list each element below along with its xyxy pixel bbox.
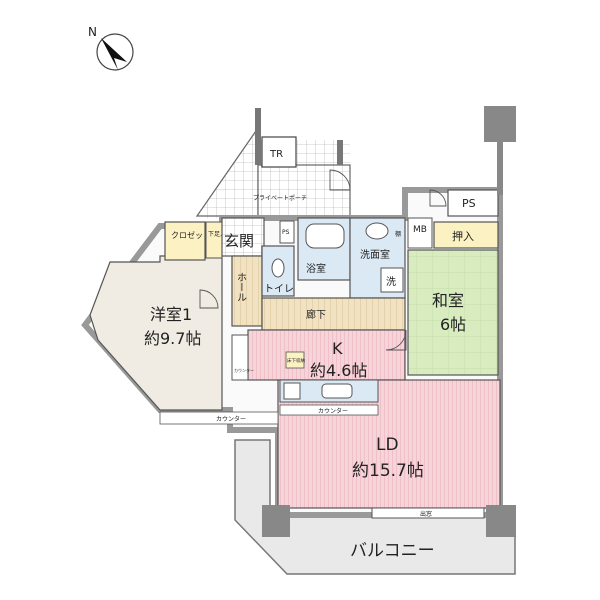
ps-top-label: PS [462, 197, 476, 210]
kitchen-name: K [332, 339, 343, 358]
column-bottom-right [486, 505, 516, 537]
private-porch-label: プライベートポーチ [253, 194, 307, 202]
toilet-icon [271, 258, 285, 278]
washroom-label: 洗面室 [360, 248, 390, 261]
bay-window [371, 507, 485, 519]
counter-kitchen-text: カウンター [318, 407, 348, 415]
japanese-room [407, 249, 499, 376]
door-arc-2 [385, 329, 407, 351]
tr-label: TR [269, 149, 283, 160]
door-arc-4 [429, 189, 447, 207]
shoe-storage [205, 221, 223, 259]
living-name: LD [376, 435, 399, 455]
porch-corridor [257, 164, 351, 217]
compass: N [88, 25, 134, 71]
counter-strip [279, 404, 379, 416]
sink-icon [365, 222, 389, 240]
stove-icon-top [283, 382, 301, 400]
mb-label: MB [413, 225, 427, 235]
porch-wall [255, 108, 343, 165]
japanese-room-name: 和室 [432, 291, 464, 310]
oshiire [433, 221, 499, 249]
compass-letter: N [88, 25, 97, 39]
door-arc-1 [199, 289, 219, 309]
washing-machine-box [380, 267, 404, 293]
west-counter [159, 411, 279, 425]
genkan-label: 玄関 [224, 232, 254, 250]
western-room-area: 約9.7帖 [144, 329, 201, 348]
sink-icon-top [321, 383, 353, 399]
ps-small-label: PS [282, 229, 290, 236]
western-room [89, 255, 223, 411]
column-bottom-left [262, 505, 290, 537]
floor-storage-box [285, 351, 305, 369]
bay-window-label: 出窓 [420, 510, 432, 518]
shoe-storage-label: 下足入 [208, 231, 226, 238]
mb-box [407, 217, 433, 249]
door-swings [199, 169, 447, 351]
column-top-right [484, 106, 516, 142]
hallway-label: 廊下 [306, 308, 326, 321]
oshiire-label: 押入 [452, 229, 474, 243]
western-room-name: 洋室1 [150, 305, 192, 324]
kitchen [247, 329, 406, 381]
hall [231, 255, 263, 327]
floor-storage-label: 床下収納 [287, 357, 305, 364]
door-arc-3 [329, 169, 351, 191]
left-cabinet-label: カウンター [234, 367, 254, 373]
washing-machine-label: 洗 [386, 276, 396, 288]
closet [164, 221, 206, 261]
closet-label: クロゼット [171, 230, 211, 240]
hallway [261, 297, 406, 331]
ps-small-box [279, 220, 295, 244]
bath-label: 浴室 [306, 262, 326, 275]
shelf-label: 棚 [395, 230, 401, 238]
ps-top-box [447, 189, 499, 217]
compass-needle-icon [101, 38, 127, 70]
hall-label: ホール [235, 272, 247, 302]
porch-triangle [195, 126, 259, 217]
tr-box [261, 136, 297, 168]
japanese-room-area: 6帖 [440, 315, 466, 334]
toilet-label: トイレ [264, 284, 294, 295]
left-cabinet [231, 334, 249, 381]
living-area: 約15.7帖 [352, 461, 424, 481]
bathtub-icon [305, 223, 345, 249]
balcony-label: バルコニー [350, 541, 435, 561]
kitchen-area: 約4.6帖 [310, 361, 367, 380]
counter-west-label: カウンター [216, 415, 246, 423]
